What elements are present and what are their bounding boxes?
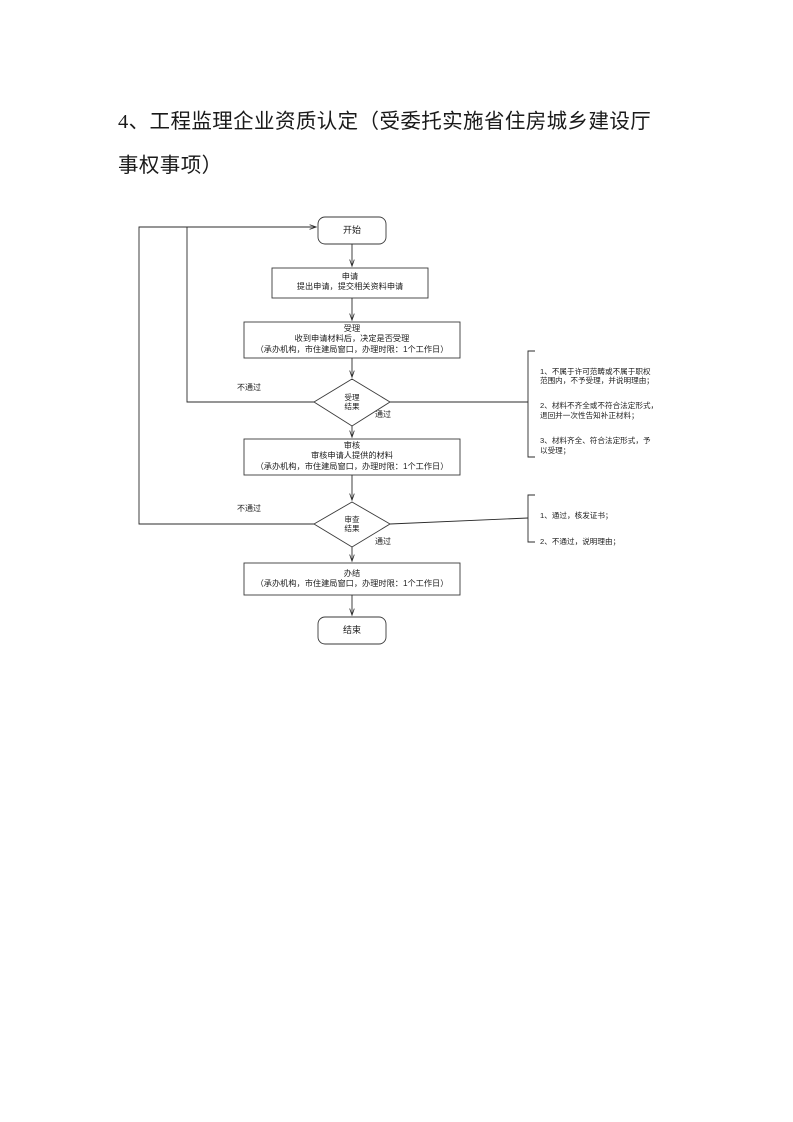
bracket-review-notes bbox=[527, 494, 535, 543]
node-accept-shape bbox=[243, 321, 461, 359]
edge-accept-fail-loop bbox=[186, 226, 314, 403]
page-title: 4、工程监理企业资质认定（受委托实施省住房城乡建设厅 事权事项） bbox=[118, 111, 652, 177]
node-end-shape bbox=[317, 616, 387, 645]
node-review-result-shape bbox=[313, 501, 391, 548]
edge-review-result-to-notes bbox=[389, 517, 529, 525]
annotation-accept-notes: 1、不属于许可范畴或不属于职权 范围内，不予受理，并说明理由； 2、材料不齐全或… bbox=[540, 357, 688, 465]
annotation-review-notes: 1、通过，核发证书； 2、不通过，说明理由； bbox=[540, 501, 688, 563]
annotation-accept-note-1: 1、不属于许可范畴或不属于职权 范围内，不予受理，并说明理由； bbox=[540, 366, 654, 386]
node-accept-result-shape bbox=[313, 378, 391, 427]
annotation-review-note-2: 2、不通过，说明理由； bbox=[540, 536, 621, 546]
annotation-review-note-1: 1、通过，核发证书； bbox=[540, 510, 613, 520]
bracket-accept-notes bbox=[527, 350, 535, 458]
node-review-shape bbox=[243, 438, 461, 476]
annotation-accept-note-2: 2、材料不齐全或不符合法定形式， 退回并一次性告知补正材料； bbox=[540, 401, 659, 420]
node-complete-shape bbox=[243, 562, 461, 596]
edge-review-fail-loop bbox=[138, 226, 314, 525]
node-start-shape bbox=[317, 216, 387, 245]
node-apply-shape bbox=[271, 267, 429, 299]
annotation-accept-note-3: 3、材料齐全、符合法定形式，予 以受理； bbox=[540, 436, 651, 455]
